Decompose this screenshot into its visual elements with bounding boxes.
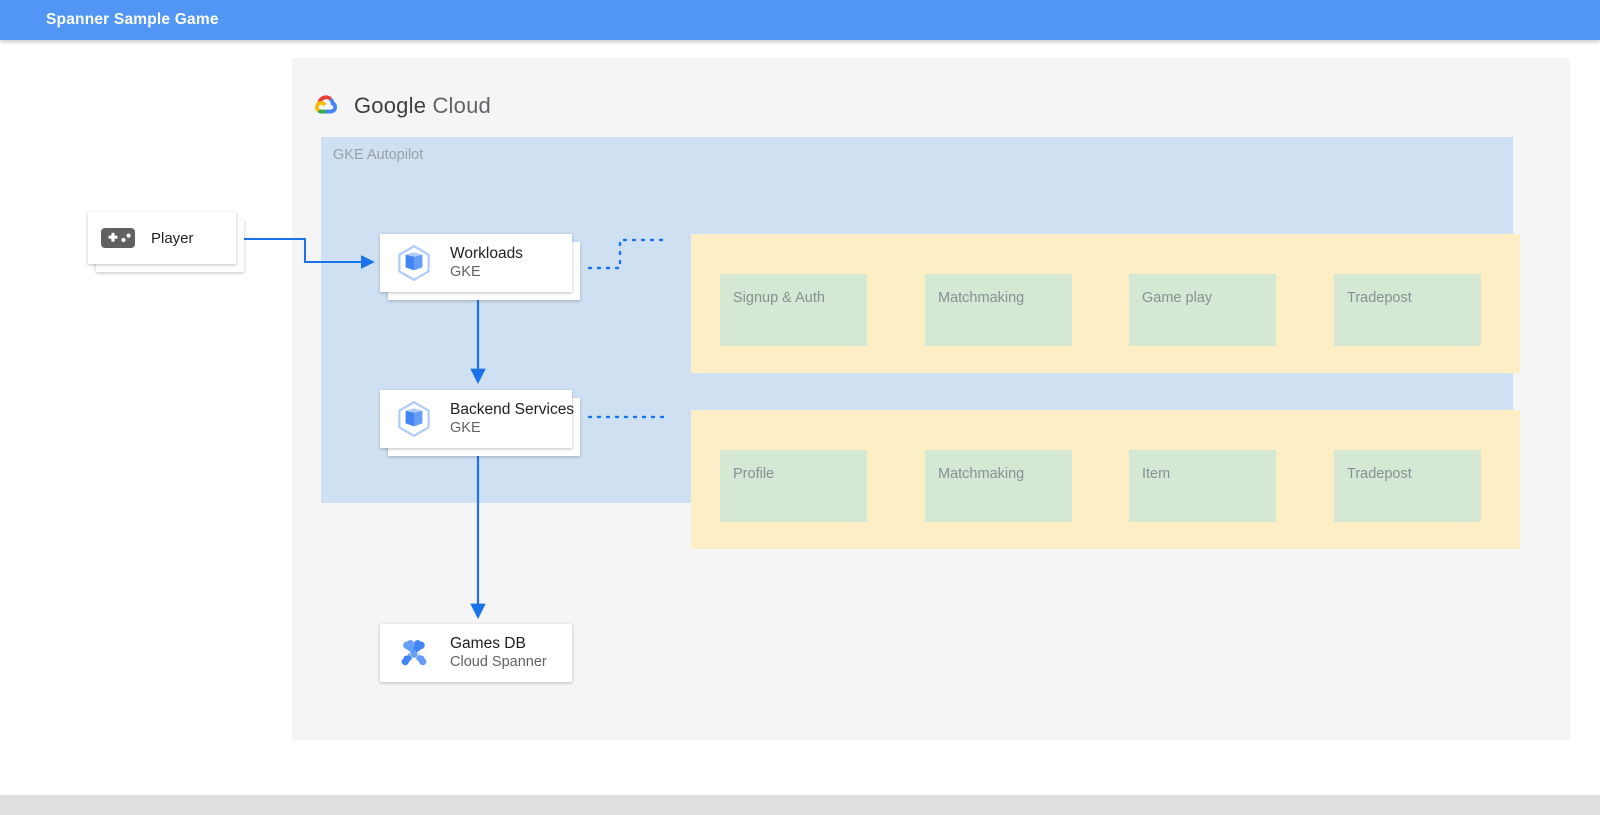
google-cloud-brand: Google Cloud [310,92,491,120]
node-title: Backend Services [450,401,575,418]
service-cell[interactable]: Matchmaking [925,450,1072,522]
node-labels: Player [151,229,194,248]
service-cell-label: Tradepost [1347,290,1412,306]
gamepad-icon [101,226,135,250]
node-games-db[interactable]: Games DB Cloud Spanner [380,624,572,682]
brand-google: Google [354,93,427,118]
node-card[interactable]: Backend Services GKE [380,390,574,448]
node-card[interactable]: Player [88,212,236,264]
service-cell[interactable]: Tradepost [1334,274,1481,346]
service-cells-row-2: Profile Matchmaking Item Tradepost [691,410,1520,549]
node-labels: Backend Services GKE [450,400,574,438]
google-cloud-wordmark: Google Cloud [354,93,491,119]
app-title: Spanner Sample Game [46,11,219,28]
gke-icon [394,243,434,283]
service-cell[interactable]: Game play [1129,274,1276,346]
service-cell-label: Game play [1142,290,1213,306]
service-cell-label: Signup & Auth [733,290,825,306]
node-title: Player [151,229,194,247]
service-group-backend-services: Profile Matchmaking Item Tradepost [691,410,1520,549]
node-player[interactable]: Player [88,212,244,272]
service-cell-label: Item [1142,466,1171,482]
service-cell[interactable]: Matchmaking [925,274,1072,346]
node-title: Games DB [450,635,526,652]
node-subtitle: GKE [450,420,481,436]
service-cell-label: Tradepost [1347,466,1412,482]
node-card[interactable]: Workloads GKE [380,234,572,292]
cloud-spanner-icon [394,633,434,673]
node-labels: Games DB Cloud Spanner [450,634,547,672]
service-cell[interactable]: Tradepost [1334,450,1481,522]
service-cell[interactable]: Signup & Auth [720,274,867,346]
node-backend-services[interactable]: Backend Services GKE [380,390,580,456]
service-cell-label: Matchmaking [938,466,1025,482]
service-cells-row-1: Signup & Auth Matchmaking Game play Trad… [691,234,1520,373]
footer-bar [0,795,1600,815]
node-subtitle: GKE [450,264,481,280]
service-cell-label: Profile [733,466,775,482]
brand-cloud: Cloud [432,93,491,118]
service-group-workload-services: Signup & Auth Matchmaking Game play Trad… [691,234,1520,373]
gke-icon [394,399,434,439]
service-cell[interactable]: Item [1129,450,1276,522]
service-cell[interactable]: Profile [720,450,867,522]
node-subtitle: Cloud Spanner [450,654,547,670]
google-cloud-logo-icon [310,92,342,120]
service-cell-label: Matchmaking [938,290,1025,306]
node-title: Workloads [450,245,523,262]
node-labels: Workloads GKE [450,244,523,282]
node-workloads[interactable]: Workloads GKE [380,234,580,300]
node-card[interactable]: Games DB Cloud Spanner [380,624,572,682]
gke-autopilot-label: GKE Autopilot [333,147,424,163]
app-bar: Spanner Sample Game [0,0,1600,40]
gke-autopilot-zone: GKE Autopilot Signup & Auth Matchmaking … [321,137,1520,549]
